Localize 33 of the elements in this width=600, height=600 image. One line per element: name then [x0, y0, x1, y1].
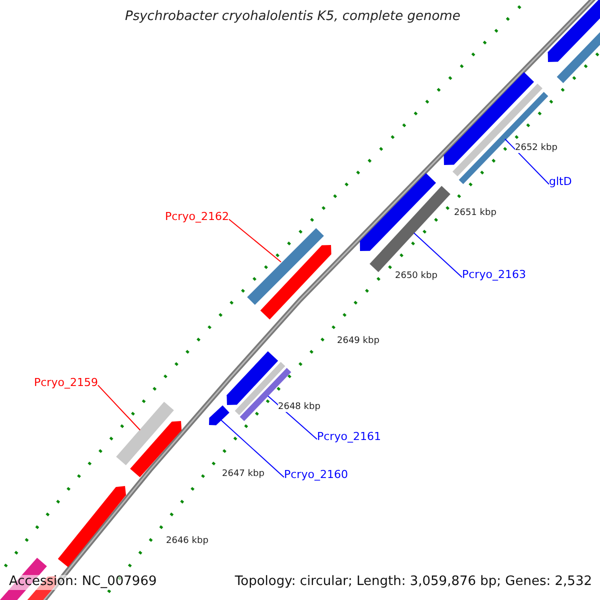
gene-feature	[370, 186, 450, 272]
gene-label: Pcryo_2162	[165, 211, 229, 224]
gene-label: gltD	[549, 176, 572, 189]
genome-info-text: Topology: circular; Length: 3,059,876 bp; Genes: 2,532	[234, 575, 592, 590]
gene-feature	[209, 405, 230, 426]
accession-text: Accession: NC_007969	[9, 575, 157, 590]
scale-label: 2651 kbp	[454, 208, 496, 218]
leader-line	[220, 420, 284, 478]
gene-label: Pcryo_2163	[462, 269, 526, 282]
gene-feature	[226, 351, 278, 405]
scale-label: 2650 kbp	[395, 271, 438, 282]
gene-label: Pcryo_2161	[317, 431, 381, 444]
gene-feature	[130, 421, 182, 478]
scale-label: 2647 kbp	[222, 469, 264, 480]
gene-feature	[260, 245, 332, 320]
leader-line	[268, 396, 318, 440]
gene-feature	[360, 173, 436, 251]
leader-line	[228, 218, 282, 262]
scale-label: 2649 kbp	[337, 336, 380, 346]
leader-line	[97, 384, 140, 430]
leader-line	[414, 232, 462, 278]
gene-label: Pcryo_2160	[284, 469, 348, 482]
scale-label: 2648 kbp	[278, 402, 320, 412]
scale-label: 2652 kbp	[515, 143, 558, 154]
scale-label: 2646 kbp	[166, 536, 208, 546]
gene-feature	[116, 402, 174, 466]
gene-feature	[58, 486, 126, 568]
leader-line	[504, 138, 550, 185]
gene-label: Pcryo_2159	[34, 377, 98, 390]
title: Psychrobacter cryohalolentis K5, complete genome	[125, 10, 460, 25]
gene-feature	[548, 0, 600, 62]
gene-feature	[247, 228, 324, 305]
gene-feature	[452, 84, 542, 176]
